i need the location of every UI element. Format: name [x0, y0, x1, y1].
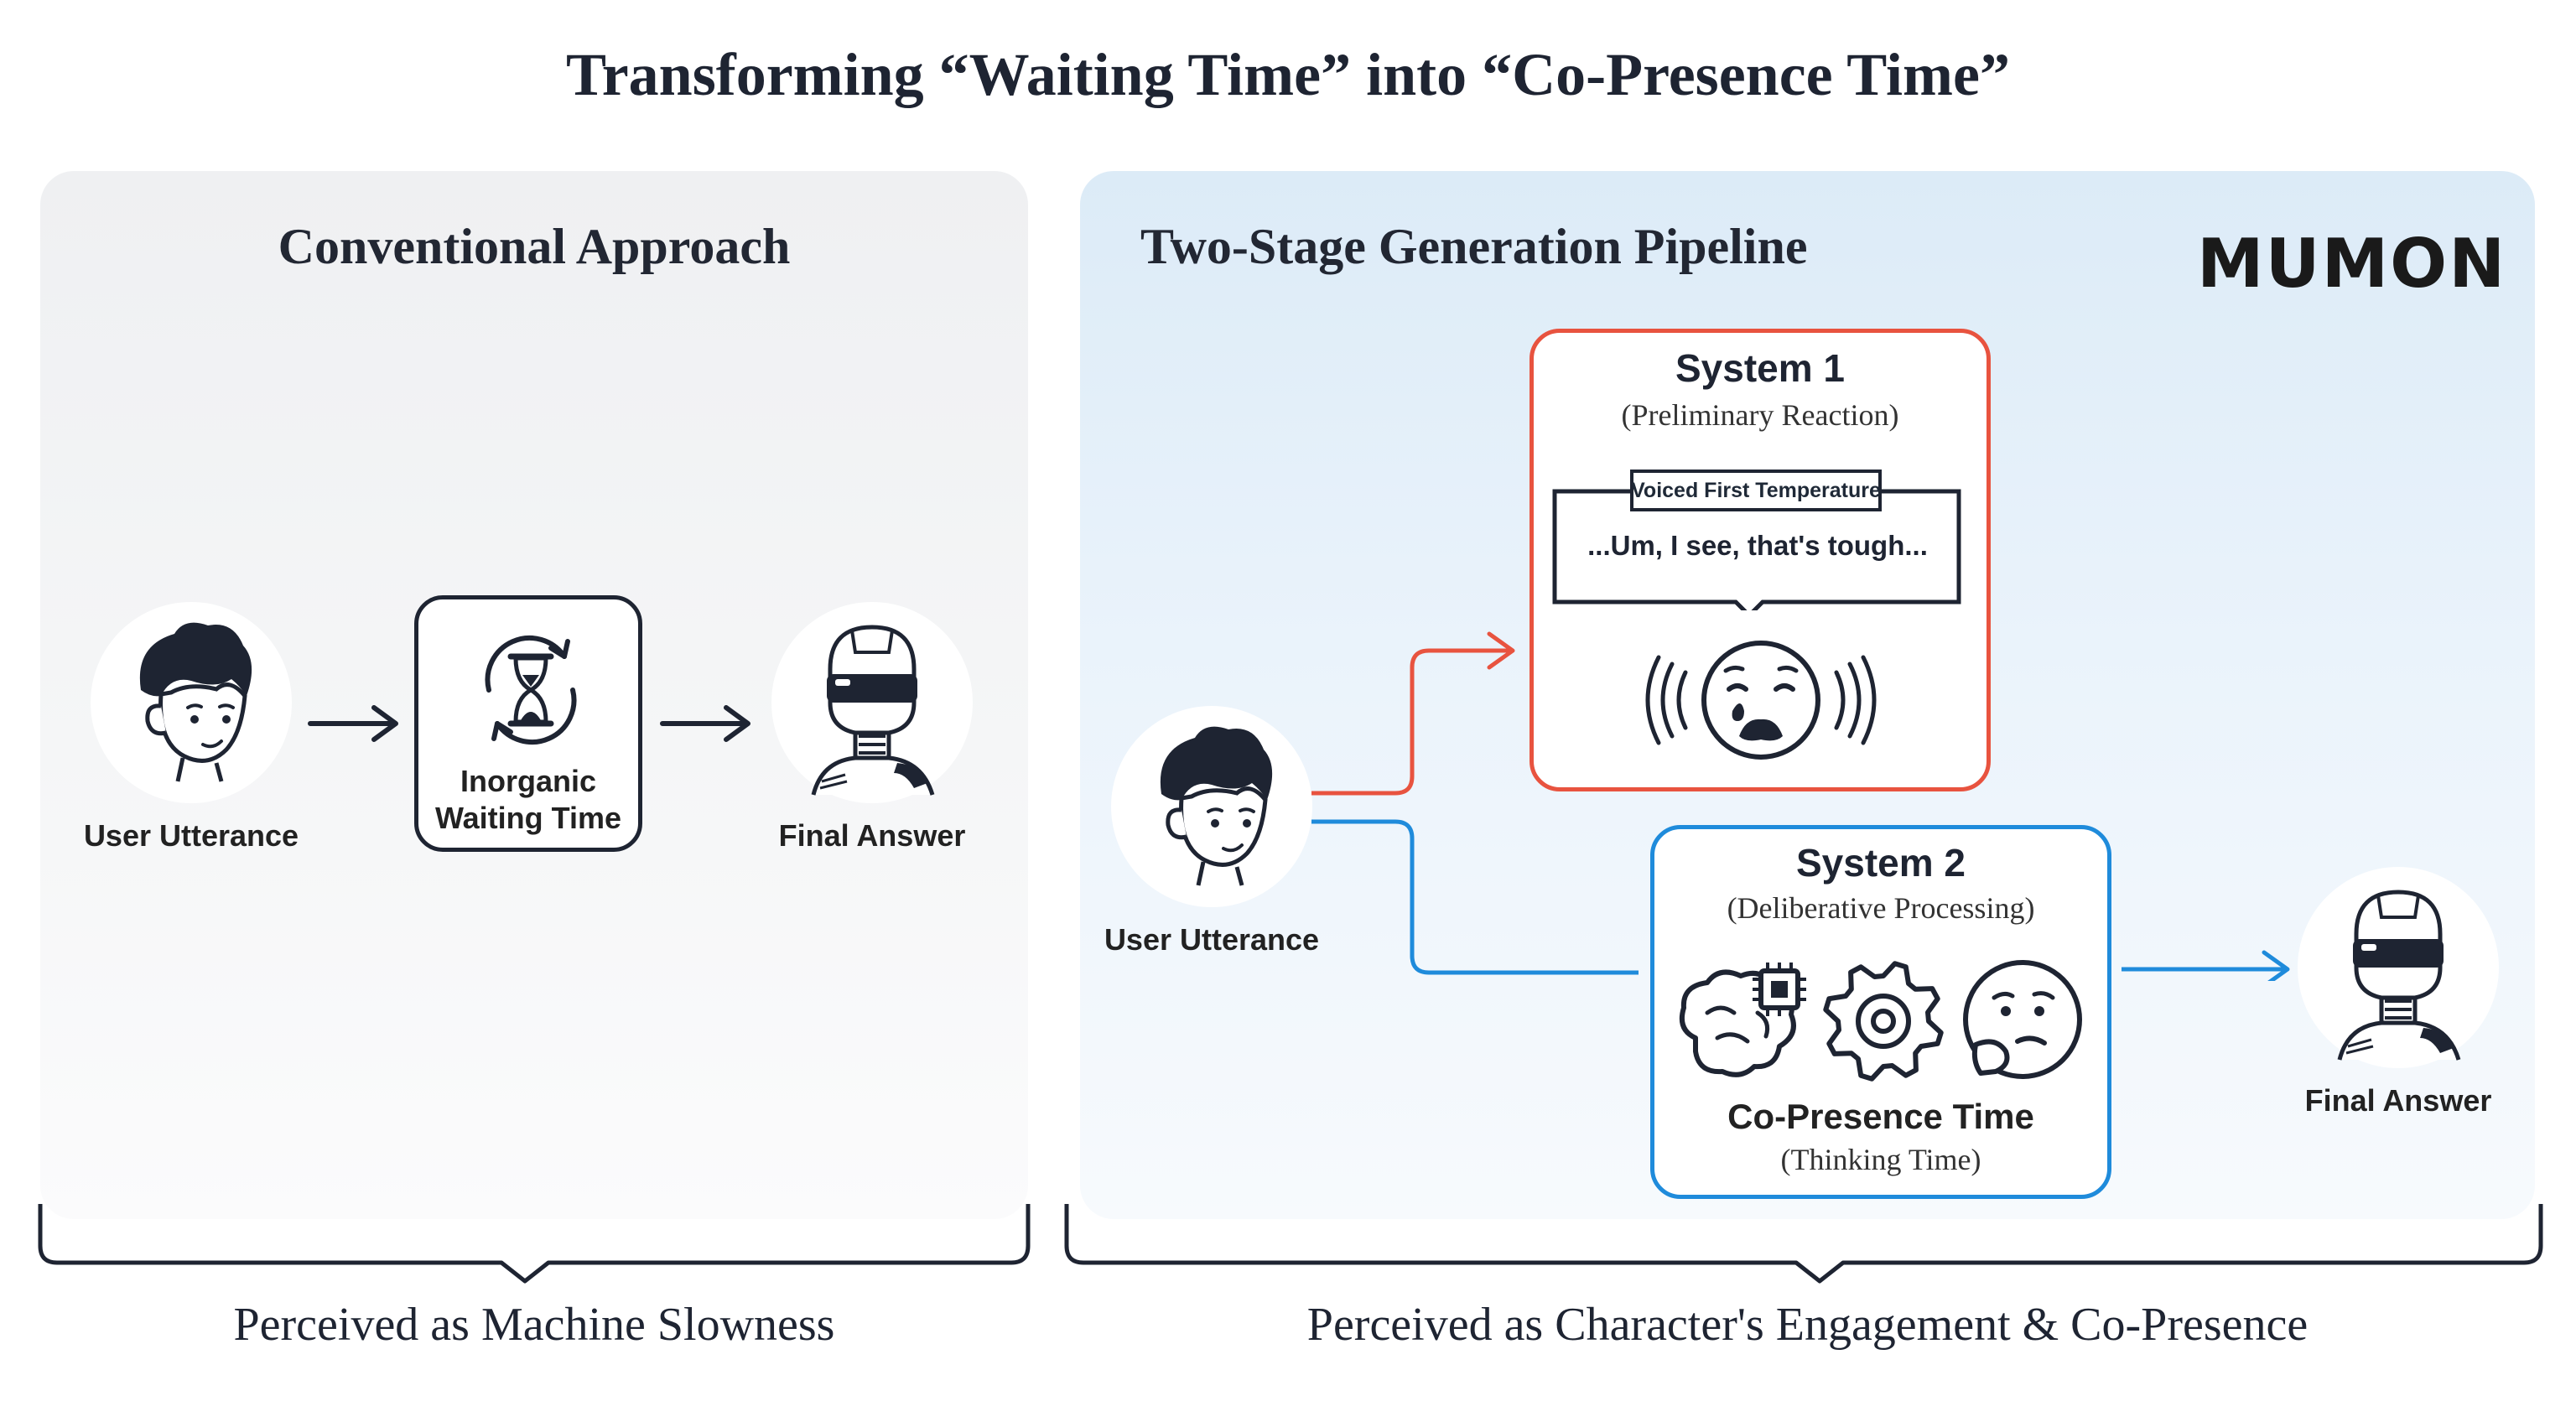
brain-chip-icon — [1679, 963, 1806, 1077]
pipeline-heading: Two-Stage Generation Pipeline — [1140, 219, 1808, 274]
pipeline-connectors — [1311, 631, 2290, 981]
waiting-time-box: Inorganic Waiting Time — [414, 595, 642, 852]
arrow-to-answer — [660, 705, 750, 742]
arrow-to-system2 — [1311, 819, 1639, 975]
thinking-time-label: (Thinking Time) — [1780, 1143, 1981, 1176]
brand-logo: MUMON — [2197, 225, 2507, 303]
speech-text: ...Um, I see, that's tough... — [1587, 530, 1928, 561]
crying-face-icon — [1645, 641, 1877, 760]
diagram-title: Transforming “Waiting Time” into “Co-Pre… — [566, 41, 2010, 108]
system2-subtitle: (Deliberative Processing) — [1727, 891, 2035, 925]
right-robot-icon — [2298, 867, 2499, 1068]
voiced-first-temperature-tag: Voiced First Temperature — [1630, 470, 1882, 511]
sound-wave-icon — [1645, 655, 1688, 745]
system1-subtitle: (Preliminary Reaction) — [1621, 398, 1899, 432]
arrow-to-wait — [308, 705, 398, 742]
right-user-avatar-icon — [1111, 706, 1312, 907]
wait-label-line1: Inorganic — [460, 764, 597, 798]
gear-icon — [1823, 961, 1944, 1082]
right-user-label: User Utterance — [1104, 922, 1320, 957]
co-presence-label: Co-Presence Time — [1727, 1097, 2034, 1136]
user-avatar-icon — [91, 602, 292, 803]
arrow-to-system1 — [1311, 648, 1509, 796]
right-bracket — [1064, 1204, 2543, 1284]
thinking-face-icon — [1963, 960, 2082, 1079]
conventional-heading: Conventional Approach — [278, 219, 791, 274]
system2-icons — [1679, 960, 2082, 1082]
left-caption: Perceived as Machine Slowness — [233, 1299, 835, 1351]
right-caption: Perceived as Character's Engagement & Co… — [1306, 1299, 2309, 1351]
system2-title: System 2 — [1795, 841, 1966, 885]
left-user-label: User Utterance — [83, 818, 299, 853]
right-answer-label: Final Answer — [2304, 1083, 2492, 1118]
speech-bubble — [1552, 489, 1961, 610]
left-bracket — [38, 1204, 1031, 1284]
hourglass-cycle-icon — [485, 635, 577, 745]
system1-title: System 1 — [1675, 346, 1845, 390]
robot-icon — [771, 602, 973, 803]
left-answer-label: Final Answer — [778, 818, 966, 853]
wait-label-line2: Waiting Time — [434, 801, 621, 835]
